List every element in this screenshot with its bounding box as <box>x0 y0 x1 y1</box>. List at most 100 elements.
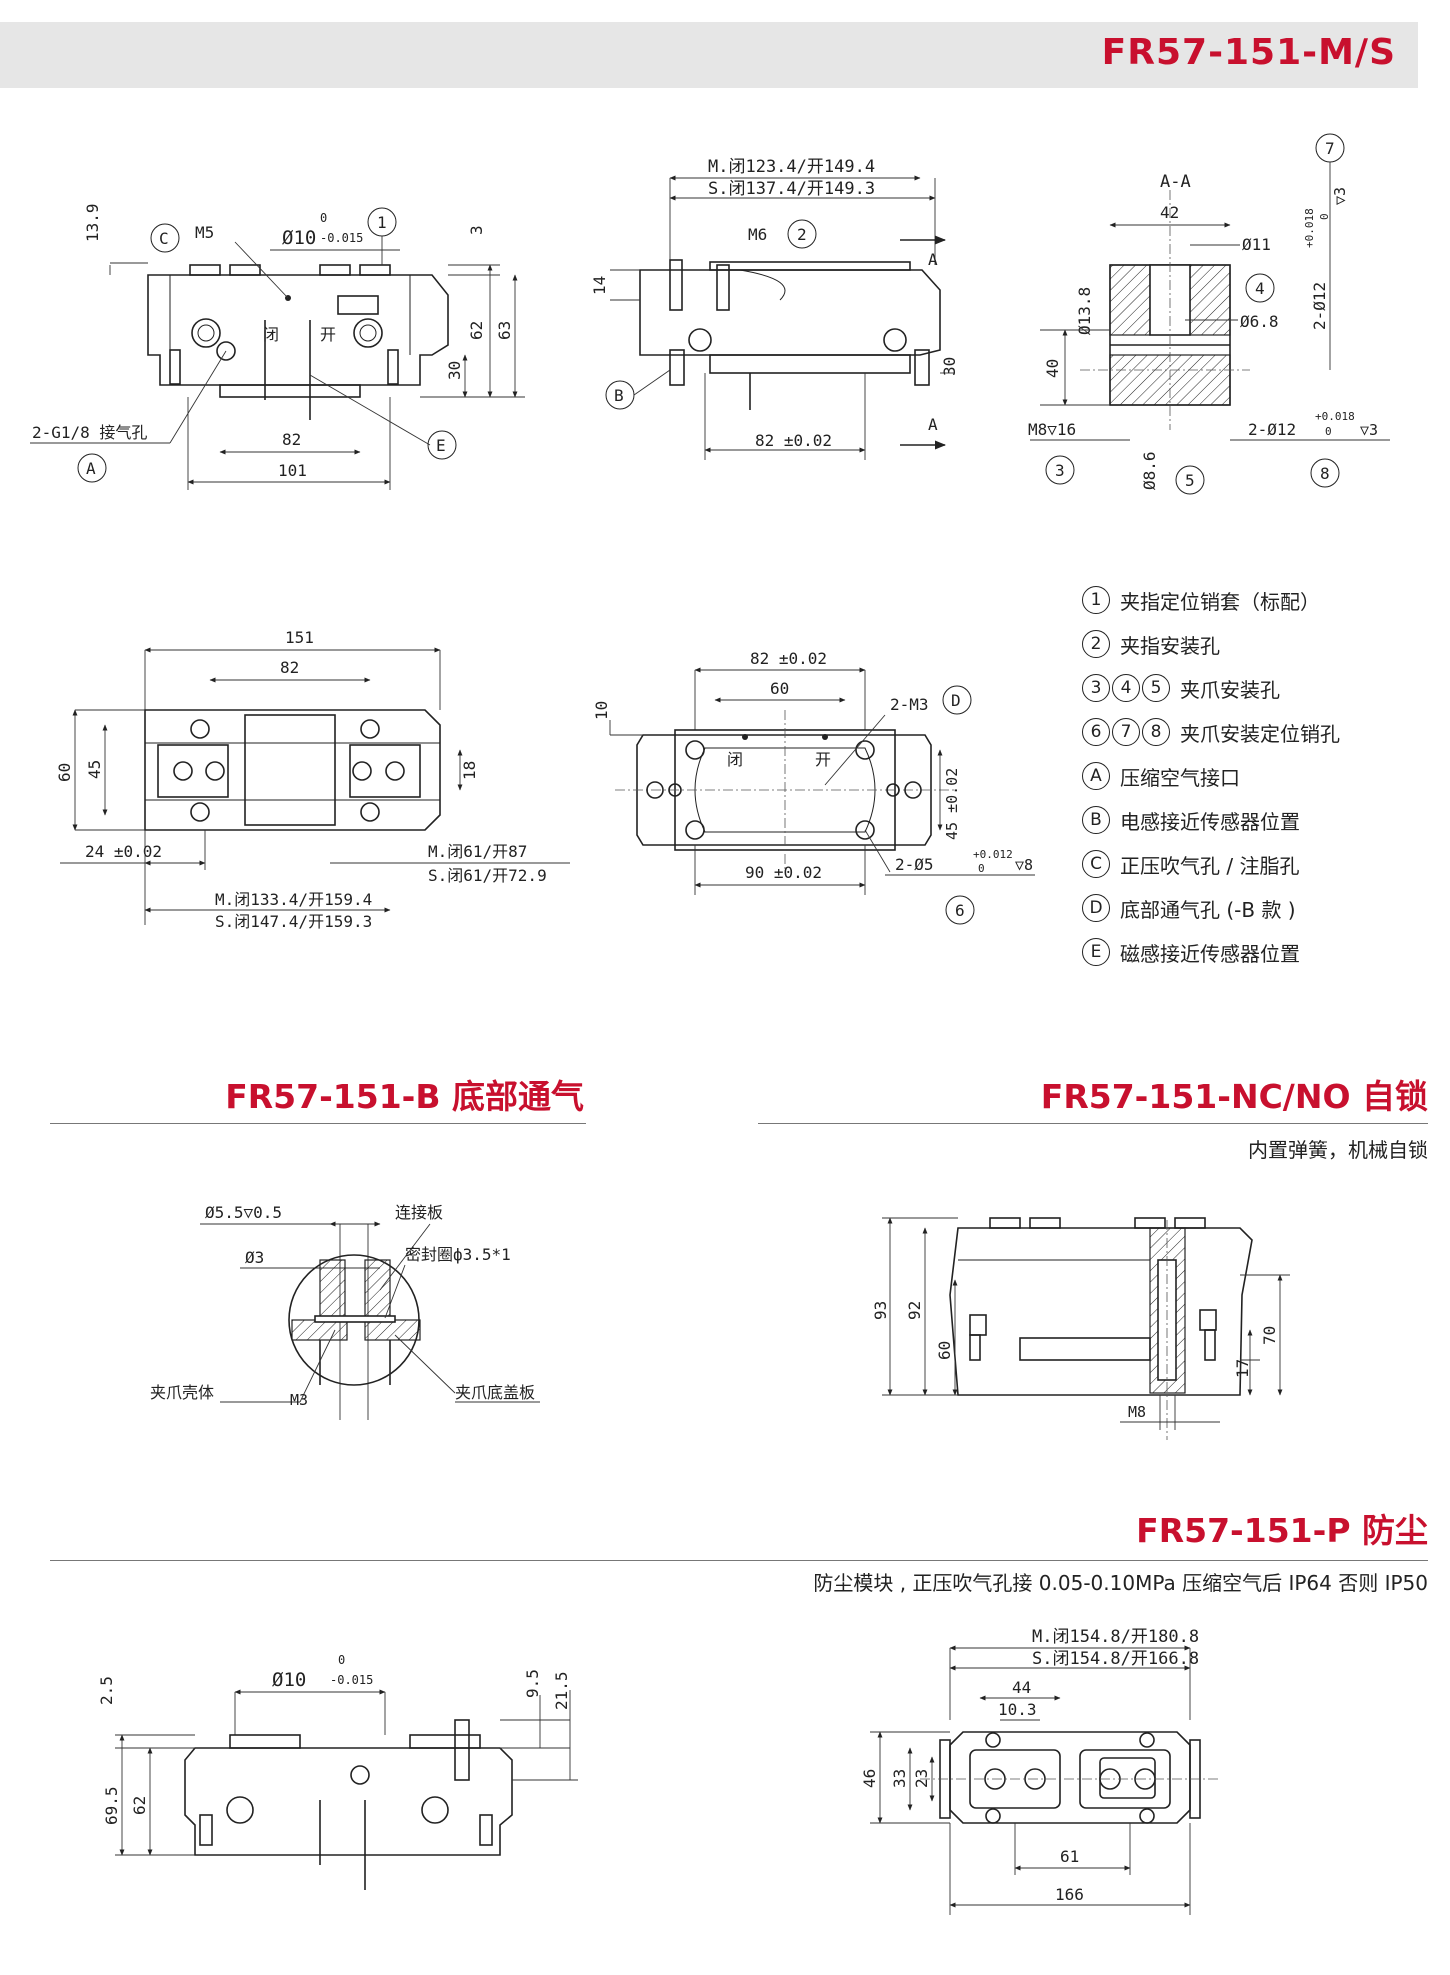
callout-8 <box>1310 458 1340 488</box>
air-hole <box>742 734 748 740</box>
port-circle-inner <box>359 324 377 342</box>
dim-45: 45 <box>85 760 104 779</box>
callout-d <box>942 685 972 715</box>
dim-14: 14 <box>590 276 609 295</box>
leader-line <box>864 829 891 873</box>
top-hole <box>173 761 193 781</box>
dim-21-5: 21.5 <box>552 1671 571 1710</box>
leader-line <box>633 369 671 396</box>
tol-bot: -0.015 <box>330 1673 373 1687</box>
callout-1-text: 1 <box>377 213 387 232</box>
side-sensor <box>669 349 685 386</box>
dim-d6-8: Ø6.8 <box>1240 312 1279 331</box>
dim-60: 60 <box>55 763 74 782</box>
depth-3b: ▽3 <box>1360 421 1378 439</box>
dim-23: 23 <box>912 1769 931 1788</box>
port-circle <box>191 318 221 348</box>
dim-2-d5: 2-Ø5 <box>895 855 934 874</box>
port <box>1199 1309 1217 1331</box>
leader-line <box>299 1329 336 1403</box>
dim-30: 30 <box>445 361 464 380</box>
hatched-area <box>291 1319 348 1341</box>
p-hole <box>350 1765 370 1785</box>
port <box>1204 1329 1216 1361</box>
p-top-hole <box>1139 1732 1155 1748</box>
finger-top <box>989 1217 1021 1229</box>
legend-text: 夹指安装孔 <box>1120 633 1220 658</box>
leader-line <box>169 350 227 444</box>
section-title-dustproof: FR57-151-P 防尘 <box>1136 1511 1428 1550</box>
callout-6-text: 6 <box>955 901 965 920</box>
finger-block <box>157 744 229 798</box>
dim-82: 82 ±0.02 <box>750 649 827 668</box>
hatched-area <box>1109 264 1151 336</box>
leader-line <box>379 1223 431 1291</box>
sensor <box>387 349 399 385</box>
sensor <box>479 1814 493 1846</box>
bottom-cavity <box>694 747 876 833</box>
callout-5 <box>1175 465 1205 495</box>
callout-badge: 3 <box>1082 674 1110 702</box>
port-circle-inner <box>197 324 215 342</box>
label-cover: 夹爪底盖板 <box>455 1383 535 1402</box>
finger-top <box>1029 1217 1061 1229</box>
tol-top: 0 <box>320 211 327 225</box>
hatched-area <box>319 1259 346 1321</box>
dim-2-5: 2.5 <box>97 1676 116 1705</box>
dim-24: 24 ±0.02 <box>85 842 162 861</box>
top-center-plate <box>244 714 336 826</box>
sensor <box>199 1814 213 1846</box>
dim-82: 82 <box>280 658 299 677</box>
tol-plus: +0.012 <box>973 848 1013 861</box>
depth-3: ▽3 <box>1331 187 1349 205</box>
side-bolt <box>716 264 730 311</box>
callout-badge: 7 <box>1112 718 1140 746</box>
finger-top <box>1174 1217 1206 1229</box>
leader-line <box>824 714 886 786</box>
dim-69-5: 69.5 <box>102 1786 121 1825</box>
dim-10: 10 <box>592 701 611 720</box>
leader-line <box>309 374 431 446</box>
dim-2-d12: 2-Ø12 <box>1310 282 1329 330</box>
label-g18: 2-G1/8 接气孔 <box>32 423 147 442</box>
callout-d-text: D <box>951 691 961 710</box>
side-body-outline <box>639 269 941 356</box>
label-2-m3: 2-M3 <box>890 695 929 714</box>
section-a-top: A <box>928 250 938 269</box>
section-view-drawing: A-A 42 Ø11 Ø13.8 40 4 Ø6.8 7 ▽3 +0.018 0… <box>1028 133 1390 495</box>
top-hole <box>385 761 405 781</box>
piston <box>1019 1337 1151 1361</box>
dim-d5-5: Ø5.5▽0.5 <box>205 1203 282 1222</box>
callout-badge: 8 <box>1142 718 1170 746</box>
label-plate: 连接板 <box>395 1203 443 1222</box>
dim-s-len: S.闭137.4/开149.3 <box>708 179 875 199</box>
p-top-outline <box>949 1731 1191 1824</box>
bottom-hole <box>904 781 922 799</box>
p-body-outline <box>184 1747 513 1856</box>
tol-zero-2: 0 <box>1325 425 1332 438</box>
section-subtitle-self-lock: 内置弹簧，机械自锁 <box>1248 1138 1428 1162</box>
finger-top <box>189 264 221 276</box>
section-subtitle-dustproof: 防尘模块 , 正压吹气孔接 0.05-0.10MPa 压缩空气后 IP64 否则… <box>813 1571 1428 1595</box>
p-top-hole <box>985 1808 1001 1824</box>
dim-d8-6: Ø8.6 <box>1140 451 1159 490</box>
base-plate <box>219 384 361 398</box>
top-hole <box>360 802 380 822</box>
dim-m-len: M.闭154.8/开180.8 <box>1032 1627 1199 1647</box>
callout-badge: 1 <box>1082 586 1110 614</box>
label-closed: 闭 <box>263 325 279 344</box>
section-title: A-A <box>1160 172 1191 192</box>
seal <box>314 1315 396 1323</box>
label-m5: M5 <box>195 223 214 242</box>
finger-top <box>359 264 391 276</box>
dim-44: 44 <box>1012 1678 1031 1697</box>
detail-b-drawing: Ø5.5▽0.5 Ø3 连接板 密封圈ф3.5*1 夹爪壳体 M3 夹爪底盖板 <box>150 1203 540 1420</box>
depth-8: ▽8 <box>1015 856 1033 874</box>
label-open: 开 <box>815 750 831 769</box>
callout-2 <box>787 219 817 249</box>
